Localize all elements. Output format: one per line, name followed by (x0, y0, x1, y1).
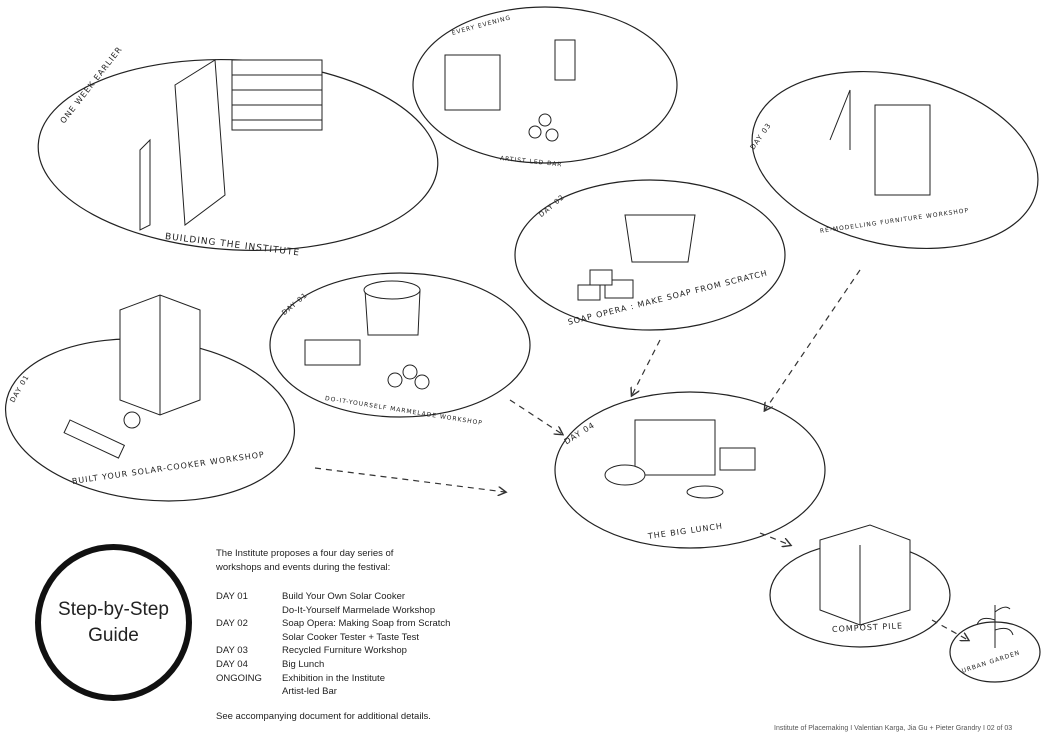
schedule-row: DAY 04 Big Lunch (216, 658, 450, 672)
intro-text: The Institute proposes a four day series… (216, 547, 393, 575)
schedule-event: Do-It-Yourself Marmelade Workshop (282, 604, 436, 616)
arrow (632, 339, 661, 395)
planks-sketch (139, 138, 151, 231)
schedule-row: Do-It-Yourself Marmelade Workshop (216, 604, 450, 618)
arrow (509, 399, 562, 434)
intro-line: The Institute proposes a four day series… (216, 548, 394, 559)
schedule-day: DAY 03 (216, 645, 248, 657)
station-soap-ellipse (514, 179, 786, 331)
soap-pot-sketch (577, 214, 696, 301)
schedule-day: DAY 01 (216, 591, 248, 602)
note-text: See accompanying document for additional… (216, 711, 431, 722)
footer-credits: Institute of Placemaking I Valentian Kar… (774, 725, 1013, 732)
arrow (314, 467, 505, 492)
crate-sketch (444, 39, 576, 142)
schedule-row: Solar Cooker Tester + Taste Test (216, 631, 450, 645)
pallets-sketch (231, 59, 323, 131)
guide-line: Step-by-Step (58, 598, 169, 620)
schedule-row: DAY 01 Build Your Own Solar Cooker (216, 590, 450, 604)
station-bar-ellipse (412, 6, 678, 164)
schedule-event: Soap Opera: Making Soap from Scratch (282, 618, 451, 630)
station-furniture-ellipse (751, 70, 1039, 250)
guide-line: Guide (88, 624, 139, 646)
schedule-event: Build Your Own Solar Cooker (282, 591, 406, 602)
arrow (765, 269, 861, 410)
station-lunch-ellipse (554, 391, 826, 549)
schedule-row: ONGOING Exhibition in the Institute (216, 672, 450, 686)
arrow (759, 532, 790, 545)
dresser-sketch (829, 89, 931, 196)
station-marmelade-ellipse (269, 272, 531, 418)
schedule-day: DAY 02 (216, 618, 248, 630)
boxes-sketch (63, 294, 201, 459)
schedule-event: Artist-led Bar (282, 686, 337, 698)
schedule-list: DAY 01 Build Your Own Solar Cooker Do-It-… (216, 590, 450, 699)
schedule-event: Recycled Furniture Workshop (282, 645, 407, 657)
schedule-day: ONGOING (216, 672, 262, 684)
schedule-day (216, 631, 282, 645)
schedule-event: Big Lunch (282, 658, 325, 670)
lunch-sketch (604, 419, 756, 499)
compost-sketch (819, 524, 911, 626)
intro-line: workshops and events during the festival… (216, 562, 391, 573)
schedule-day: DAY 04 (216, 658, 248, 670)
schedule-event: Exhibition in the Institute (282, 672, 385, 684)
schedule-row: DAY 03 Recycled Furniture Workshop (216, 644, 450, 658)
arrow (931, 619, 968, 640)
schedule-day (216, 604, 282, 618)
schedule-day (216, 685, 282, 699)
board-sketch (174, 59, 226, 226)
schedule-row: DAY 02 Soap Opera: Making Soap from Scrat… (216, 617, 450, 631)
plant-sketch (976, 605, 1014, 648)
schedule-row: Artist-led Bar (216, 685, 450, 699)
marmelade-sketch (304, 280, 430, 390)
schedule-event: Solar Cooker Tester + Taste Test (282, 631, 420, 643)
